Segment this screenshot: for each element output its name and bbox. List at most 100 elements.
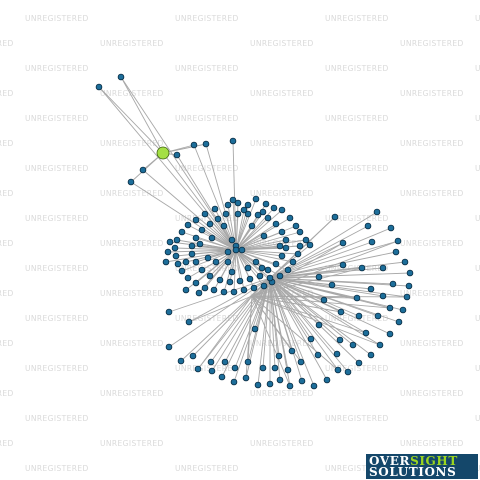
network-node [294,250,302,258]
network-node [173,151,181,159]
watermark-text: UNREGISTERED [100,39,164,48]
network-edge [269,277,328,381]
network-node [260,282,268,290]
watermark-text: UNREGISTERED [250,439,314,448]
network-edge [197,295,253,370]
network-edge [235,231,283,251]
network-node [373,208,381,216]
network-node [258,264,266,272]
network-node [189,352,197,360]
network-edge [262,277,271,369]
watermark-text: UNREGISTERED [475,64,480,73]
watermark-text: UNREGISTERED [400,89,464,98]
network-node [244,358,252,366]
network-node [188,242,196,250]
network-edge [199,243,237,251]
network-node [389,280,397,288]
network-node [298,377,306,385]
network-edge [120,76,237,251]
network-node [260,232,268,240]
network-edge [130,181,237,251]
network-edge [162,143,207,154]
watermark-text: UNREGISTERED [400,239,464,248]
logo-word-sight: SIGHT [410,454,458,468]
network-edge [197,277,271,370]
network-node [234,199,242,207]
network-node [272,220,280,228]
network-node [259,364,267,372]
watermark-text: UNREGISTERED [0,39,14,48]
network-edge [269,277,319,356]
watermark-text: UNREGISTERED [250,39,314,48]
network-node [251,325,259,333]
network-node [192,258,200,266]
network-node [282,244,290,252]
watermark-text: UNREGISTERED [100,239,164,248]
network-edge [221,277,271,378]
watermark-text: UNREGISTERED [175,164,239,173]
network-node [244,264,252,272]
watermark-text: UNREGISTERED [400,439,464,448]
network-node [401,258,409,266]
network-node [353,294,361,302]
network-node [333,350,341,358]
network-node [310,382,318,390]
watermark-text: UNREGISTERED [475,364,480,373]
network-node [127,178,135,186]
network-node [206,220,214,228]
network-node [254,211,262,219]
watermark-text: UNREGISTERED [25,414,89,423]
network-edge [235,249,271,279]
watermark-text: UNREGISTERED [400,39,464,48]
network-node [349,341,357,349]
watermark-text: UNREGISTERED [100,389,164,398]
network-node [220,222,228,230]
watermark-text: UNREGISTERED [175,414,239,423]
watermark-text: UNREGISTERED [25,14,89,23]
network-node [289,258,297,266]
network-edge [232,140,237,251]
watermark-text: UNREGISTERED [325,214,389,223]
watermark-text: UNREGISTERED [475,164,480,173]
network-edge [162,152,237,251]
network-edge [235,209,283,251]
network-node [216,276,224,284]
watermark-text: UNREGISTERED [100,289,164,298]
watermark-text: UNREGISTERED [175,14,239,23]
network-node [284,366,292,374]
network-node [166,238,174,246]
network-edge [269,277,339,371]
network-node [207,358,215,366]
network-edge [235,217,269,251]
network-node [224,258,232,266]
watermark-text: UNREGISTERED [475,314,480,323]
network-node [266,380,274,388]
network-node [171,244,179,252]
network-node [355,312,363,320]
network-node [379,264,387,272]
network-node [244,210,252,218]
watermark-text: UNREGISTERED [475,264,480,273]
network-edge [235,223,277,251]
network-node [394,237,402,245]
network-node [368,238,376,246]
network-node [374,312,382,320]
network-node [194,365,202,373]
network-node [188,250,196,258]
network-edge [251,267,363,297]
network-node [204,254,212,262]
watermark-text: UNREGISTERED [250,189,314,198]
network-node [386,330,394,338]
network-node [196,240,204,248]
network-node [208,367,216,375]
network-node [271,364,279,372]
network-node [403,293,411,301]
network-edge [269,277,394,285]
network-node [323,376,331,384]
network-node [240,286,248,294]
network-node [286,214,294,222]
network-edge [251,216,336,297]
watermark-text: UNREGISTERED [25,314,89,323]
network-edge [169,241,237,251]
